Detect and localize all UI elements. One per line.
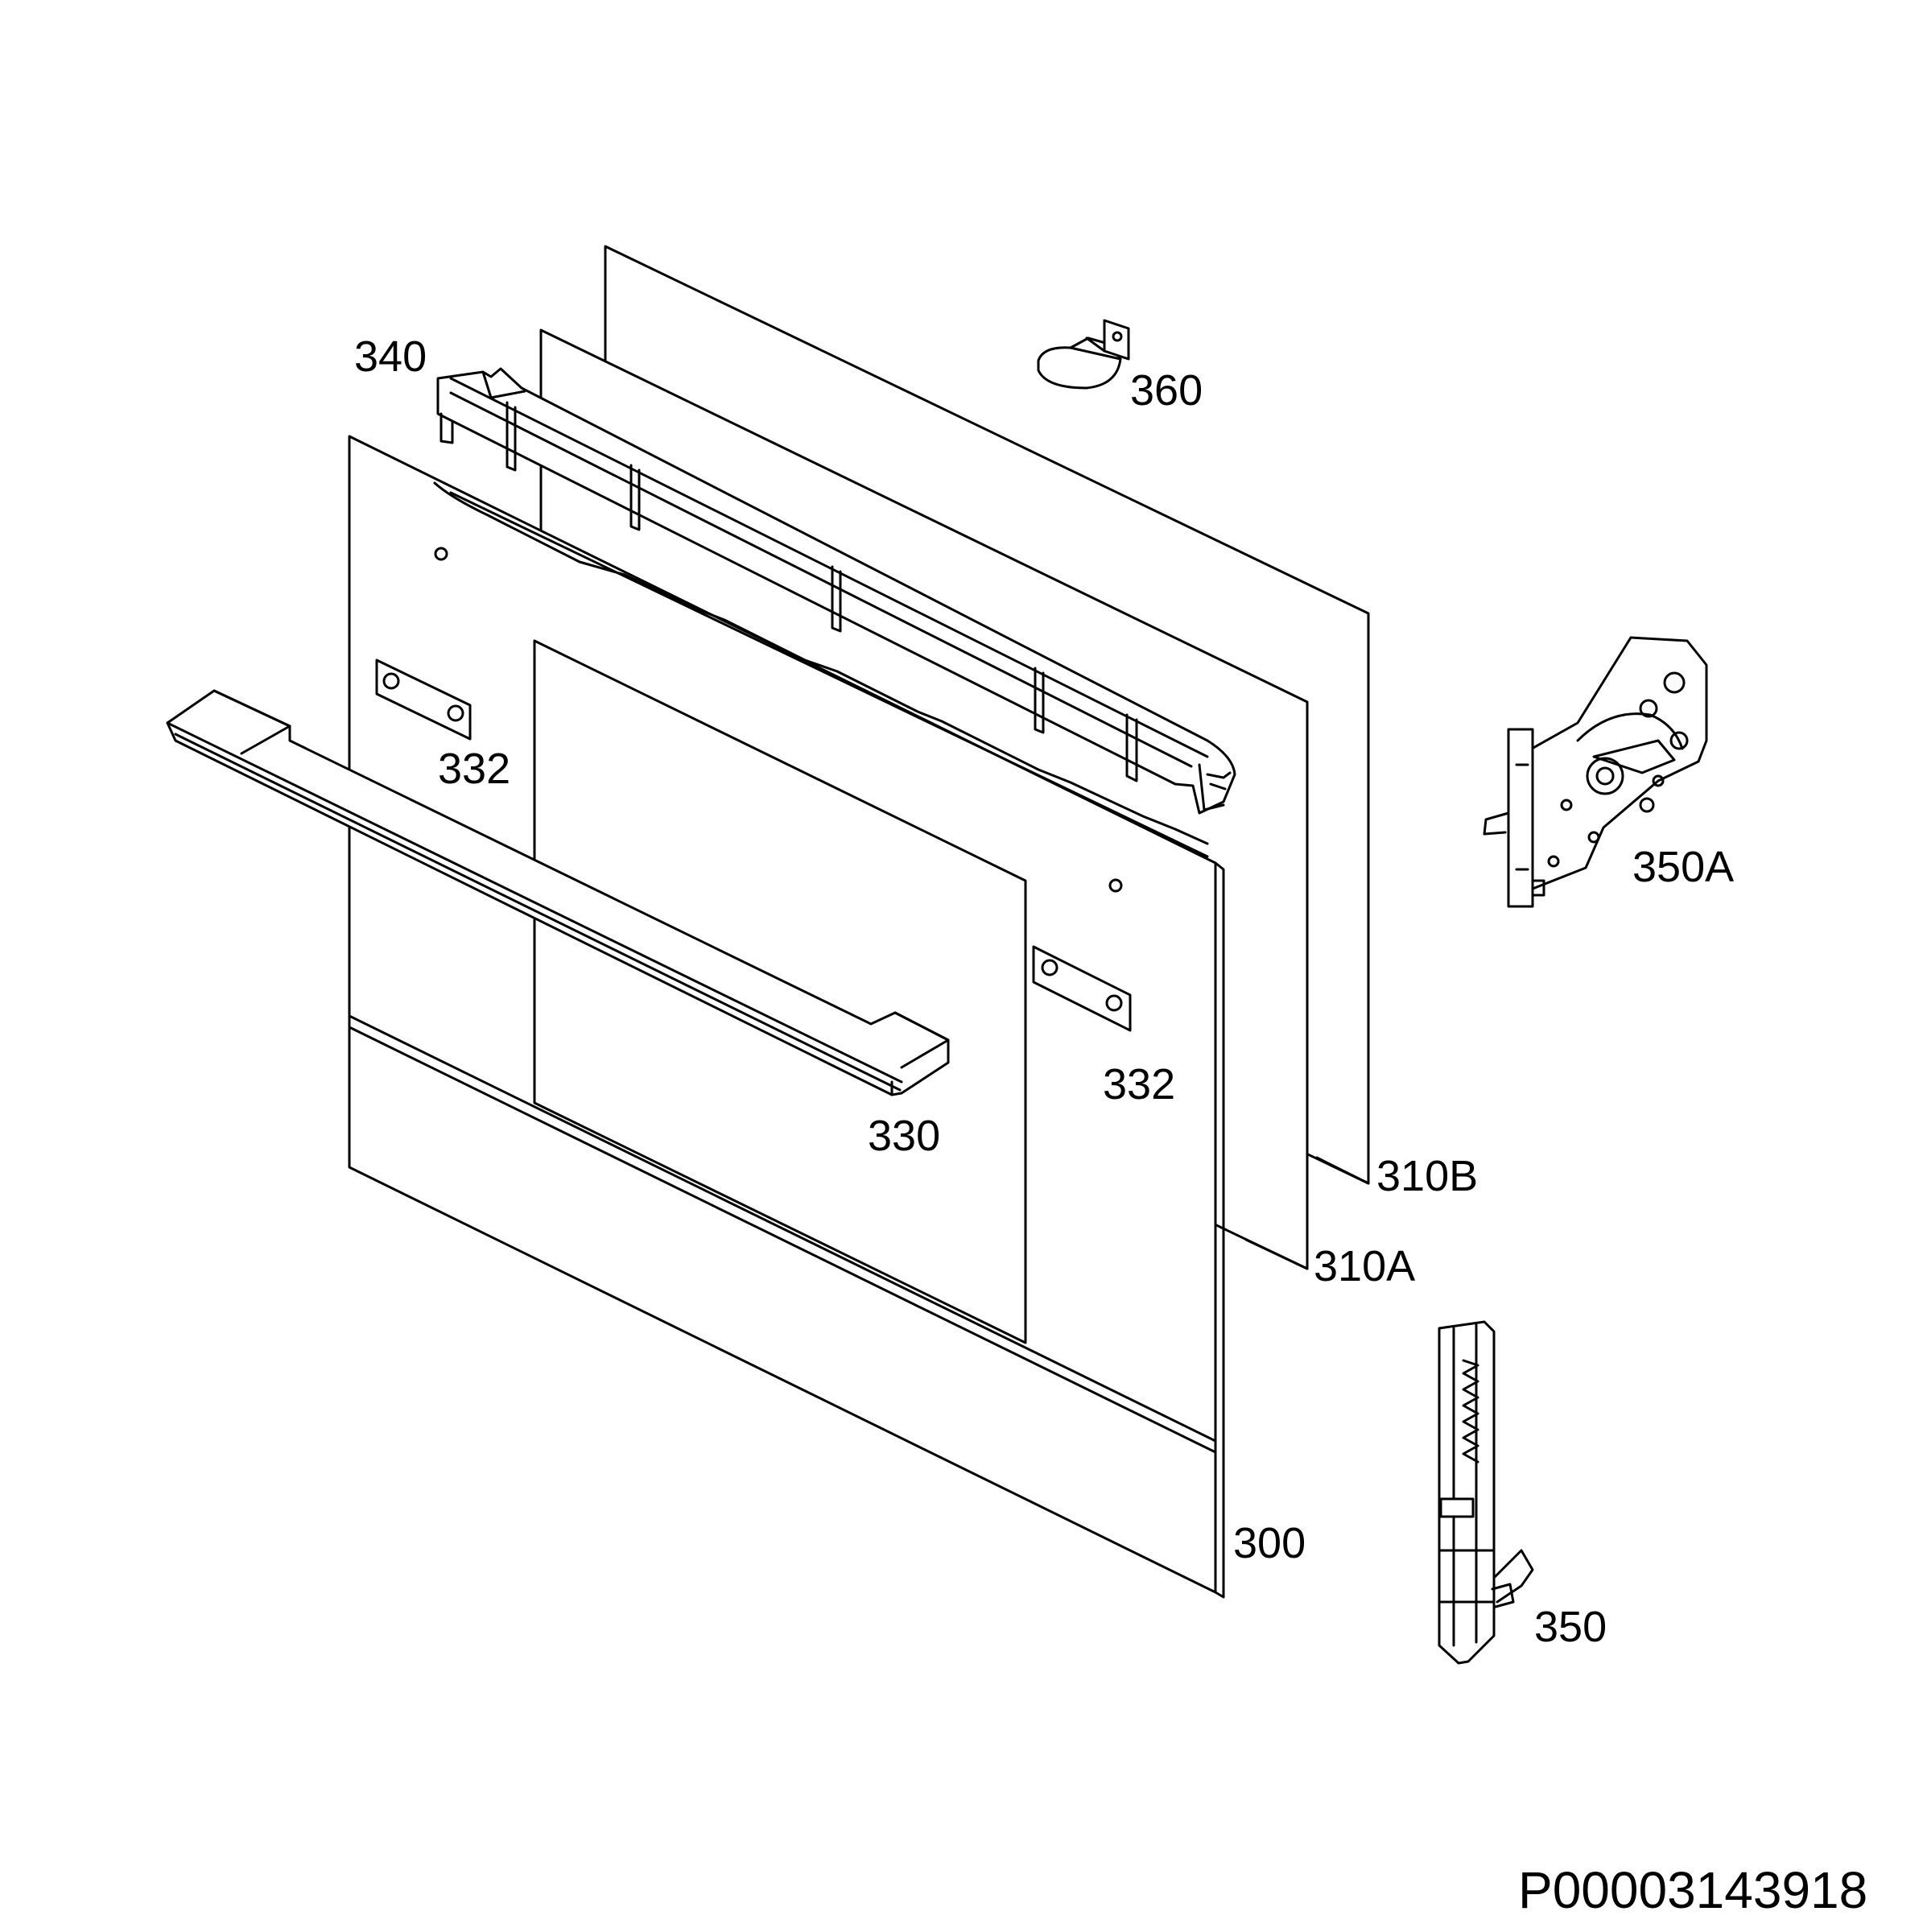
- part-label-350a: 350A: [1632, 843, 1735, 891]
- diagram-reference-number: P00003143918: [1518, 1861, 1868, 1919]
- part-label-310a: 310A: [1314, 1242, 1416, 1290]
- top-trim-profile-340: [436, 367, 1236, 815]
- part-label-332-right: 332: [1103, 1060, 1176, 1108]
- hinge-plate-332-left: [375, 658, 472, 741]
- handle-330: [166, 689, 950, 1096]
- part-label-310b: 310B: [1376, 1152, 1479, 1200]
- hinge-arm-350: [1438, 1320, 1534, 1665]
- part-label-340: 340: [354, 332, 427, 381]
- hinge-mechanism-350a: [1483, 636, 1708, 908]
- part-label-330: 330: [868, 1112, 941, 1160]
- part-label-300: 300: [1233, 1519, 1306, 1567]
- part-label-360: 360: [1130, 366, 1203, 415]
- clip-360: [1037, 319, 1130, 390]
- part-label-350: 350: [1534, 1603, 1607, 1651]
- hinge-plate-332-right: [1032, 945, 1132, 1032]
- part-label-332-left: 332: [438, 745, 511, 793]
